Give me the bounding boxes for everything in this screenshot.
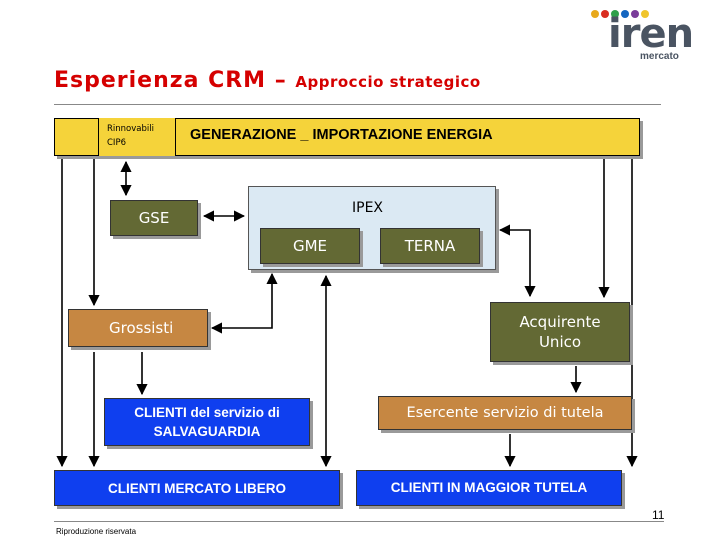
salvaguardia-box: CLIENTI del servizio di SALVAGUARDIA	[104, 398, 310, 446]
brand-dot	[621, 10, 629, 18]
footer-divider	[54, 521, 664, 522]
brand-dot	[641, 10, 649, 18]
arrow-group	[56, 158, 638, 468]
gme-box: GME	[260, 228, 360, 264]
brand-dots	[591, 10, 651, 22]
arrow-grossisti-gme	[210, 272, 278, 334]
gse-box: GSE	[110, 200, 198, 236]
acquirente-unico-box: Acquirente Unico	[490, 302, 630, 362]
arrow-ipex-acquirente	[498, 224, 536, 298]
title-sub-text: Approccio strategico	[295, 73, 481, 91]
generazione-label: GENERAZIONE _ IMPORTAZIONE ENERGIA	[190, 127, 493, 143]
brand-dot	[611, 10, 619, 18]
grossisti-box: Grossisti	[68, 309, 208, 347]
ipex-label: IPEX	[352, 200, 384, 216]
brand-dot	[631, 10, 639, 18]
esercente-box: Esercente servizio di tutela	[378, 396, 632, 430]
acquirente-line2: Unico	[538, 333, 582, 351]
brand-dot	[591, 10, 599, 18]
title-main-text: Esperienza CRM –	[54, 68, 287, 93]
terna-box: TERNA	[380, 228, 480, 264]
salvaguardia-line2: SALVAGUARDIA	[153, 424, 261, 439]
brand-dot	[601, 10, 609, 18]
rinnovabili-label: Rinnovabili	[107, 124, 154, 134]
footer-text: Riproduzione riservata	[56, 527, 137, 536]
cip6-label: CIP6	[107, 138, 126, 148]
salvaguardia-line1: CLIENTI del servizio di	[134, 405, 280, 420]
brand-sub: mercato	[640, 51, 679, 62]
rinnovabili-box: Rinnovabili CIP6	[98, 118, 176, 156]
brand-logo: iren	[608, 11, 694, 57]
clienti-libero-box: CLIENTI MERCATO LIBERO	[54, 470, 340, 506]
acquirente-line1: Acquirente	[519, 313, 601, 331]
page-title: Esperienza CRM – Approccio strategico	[54, 68, 481, 93]
page-number: 11	[652, 508, 665, 522]
clienti-tutela-box: CLIENTI IN MAGGIOR TUTELA	[356, 470, 622, 506]
title-divider	[54, 104, 661, 105]
